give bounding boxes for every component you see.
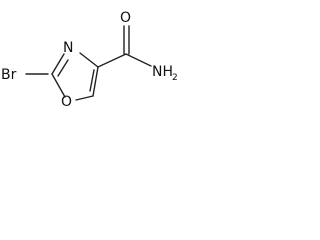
bond-o1-c5: [75, 95, 94, 101]
bond-n3-c2-outer: [51, 53, 65, 75]
bond-c4-carbonyl: [97, 53, 127, 68]
bond-c2-o1: [51, 73, 66, 98]
atom-bromine-label: Br: [1, 67, 17, 83]
atom-ring-nitrogen-label: N: [63, 40, 73, 56]
molecule-diagram: Br N O O NH 2: [1, 10, 178, 110]
bond-c4-n3: [79, 52, 99, 68]
structure-canvas: Br N O O NH 2: [0, 0, 210, 126]
bond-n3-c2-inner: [57, 59, 69, 77]
bond-c5-c4-outer: [92, 66, 99, 97]
bond-carbonyl-nh2: [125, 53, 152, 67]
bond-c5-c4-inner: [89, 69, 95, 92]
atom-ring-oxygen-label: O: [61, 94, 72, 110]
atom-carbonyl-oxygen-label: O: [120, 10, 131, 26]
atom-amide-h-subscript: 2: [172, 73, 178, 83]
atom-amide-nitrogen-label: NH: [152, 64, 173, 80]
